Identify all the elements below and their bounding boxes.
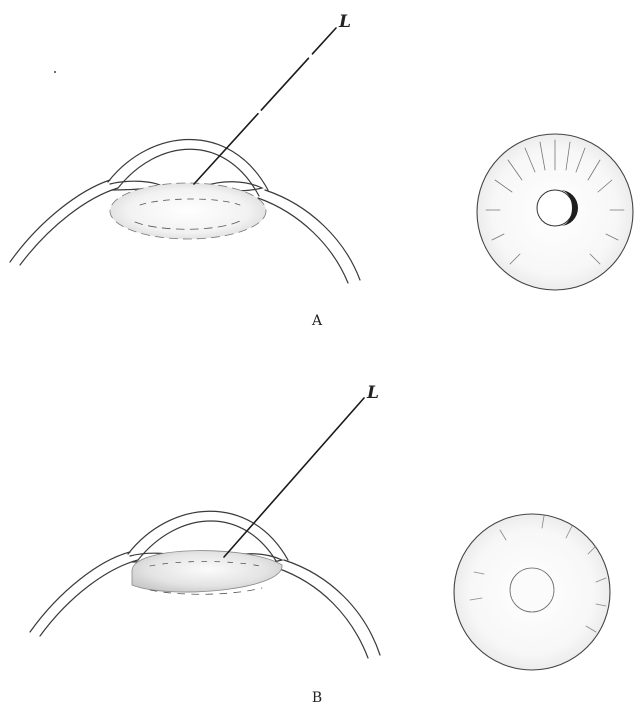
eye-cross-section-a <box>10 140 360 284</box>
stray-dot <box>54 71 56 73</box>
pupil-a <box>537 190 573 226</box>
figure-a: L A <box>10 12 633 329</box>
ray-b <box>224 398 364 557</box>
pupil-b <box>510 568 554 612</box>
lens-b <box>132 551 282 592</box>
front-view-eye-b <box>454 514 610 670</box>
figure-b: L B <box>30 383 610 706</box>
front-view-eye-a <box>477 134 633 290</box>
lens-a <box>110 183 266 239</box>
eye-cross-section-b <box>30 511 380 658</box>
ray-a <box>194 28 336 184</box>
caption-b: B <box>312 690 322 706</box>
ray-label-b: L <box>366 383 379 403</box>
caption-a: A <box>311 313 323 329</box>
ray-label-a: L <box>338 12 351 32</box>
